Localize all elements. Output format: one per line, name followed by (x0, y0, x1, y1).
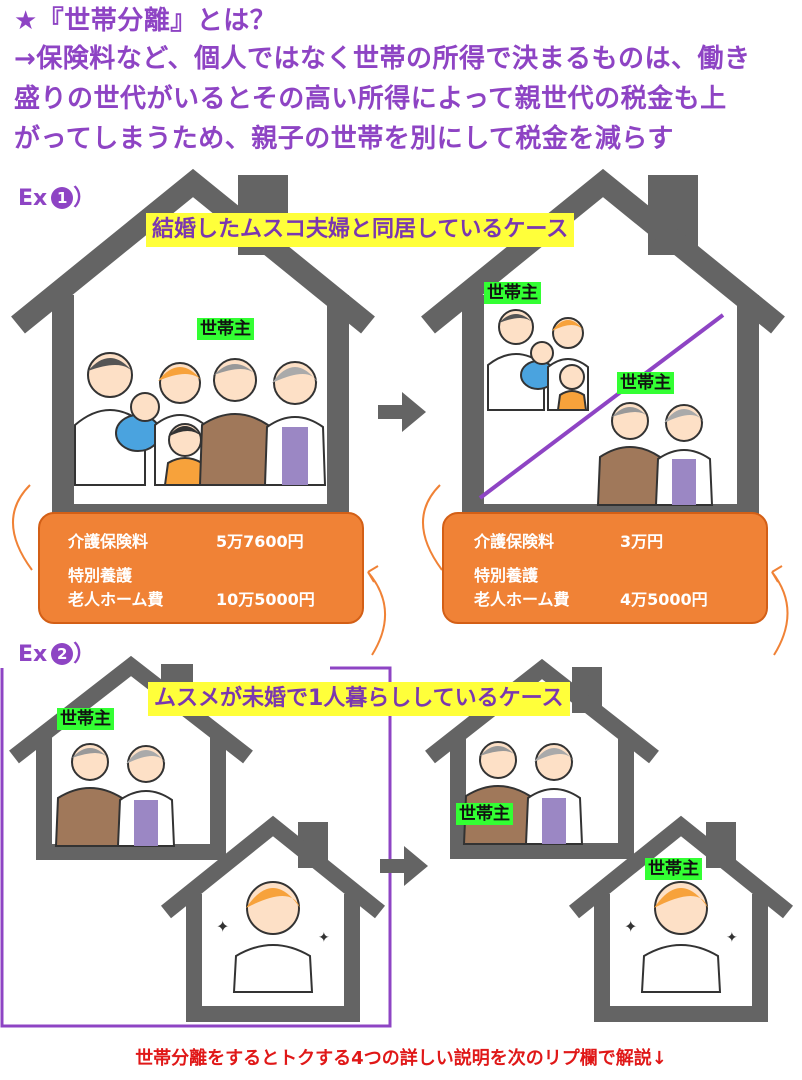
footer-note: 世帯分離をするとトクする4つの詳しい説明を次のリプ欄で解説↓ (135, 1048, 667, 1069)
daughter-illustration: ✦ ✦ (216, 881, 330, 993)
house-icon (425, 658, 659, 859)
page-title: ★『世帯分離』とは？ (14, 6, 277, 36)
head-of-household-tag-child: 世帯主 (484, 282, 541, 304)
arrow-right-icon (378, 392, 426, 432)
cost-label: 介護保険料 (474, 532, 555, 551)
example-1-close: ） (73, 186, 96, 211)
young-family-illustration (487, 309, 589, 411)
cost-box-before: 介護保険料 5万7600円 特別養護 老人ホーム費 10万5000円 (38, 512, 364, 624)
curve-arrow-icon (12, 484, 386, 656)
cost-value: 5万7600円 (216, 532, 304, 551)
cost-label: 老人ホーム費 (68, 590, 164, 609)
svg-text:✦: ✦ (318, 930, 330, 946)
example-2-number: 2 (51, 643, 74, 665)
grouping-frame (0, 666, 392, 1028)
cost-value: 3万円 (620, 532, 664, 551)
svg-text:✦: ✦ (624, 917, 637, 936)
house-icon (568, 815, 794, 1022)
elderly-couple-illustration (54, 743, 176, 847)
head-of-household-tag: 世帯主 (57, 708, 114, 730)
head-of-household-tag-parent: 世帯主 (456, 803, 513, 825)
cost-label: 特別養護 (474, 566, 539, 585)
head-of-household-tag-daughter: 世帯主 (645, 858, 702, 880)
daughter-illustration: ✦ ✦ (624, 881, 738, 993)
head-of-household-tag-parent: 世帯主 (617, 372, 674, 394)
family-illustration (74, 352, 327, 486)
elderly-couple-illustration (596, 402, 714, 506)
cost-label: 介護保険料 (68, 532, 149, 551)
cost-label: 特別養護 (68, 566, 133, 585)
head-of-household-tag: 世帯主 (197, 318, 254, 340)
curve-arrow-icon (422, 484, 789, 656)
example-2-close: ） (73, 642, 96, 667)
description-line-2: 盛りの世代がいるとその高い所得によって親世代の税金も上 (14, 84, 727, 114)
example-2-ex: Ex (18, 642, 48, 667)
case-banner-1: 結婚したムスコ夫婦と同居しているケース (146, 213, 575, 247)
description-line-1: →保険料など、個人ではなく世帯の所得で決まるものは、働き (14, 44, 751, 74)
cost-value: 4万5000円 (620, 590, 708, 609)
arrow-right-icon (380, 846, 428, 886)
example-1-ex: Ex (18, 186, 48, 211)
elderly-couple-illustration (462, 741, 584, 845)
svg-text:✦: ✦ (216, 917, 229, 936)
example-1-number: 1 (51, 187, 74, 209)
cost-label: 老人ホーム費 (474, 590, 570, 609)
case-banner-2: ムスメが未婚で1人暮らししているケース (148, 682, 570, 716)
cost-value: 10万5000円 (216, 590, 315, 609)
cost-box-after: 介護保険料 3万円 特別養護 老人ホーム費 4万5000円 (442, 512, 768, 624)
description-line-3: がってしまうため、親子の世帯を別にして税金を減らす (14, 124, 674, 154)
svg-text:✦: ✦ (726, 930, 738, 946)
house-icon (160, 815, 386, 1022)
